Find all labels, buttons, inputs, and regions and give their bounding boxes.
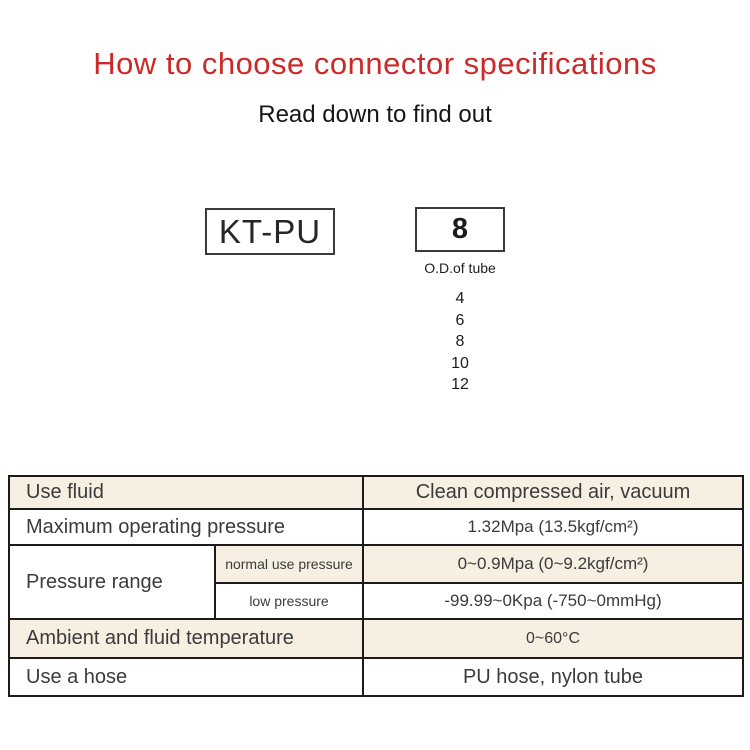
specification-table: Use fluid Clean compressed air, vacuum M… xyxy=(8,475,744,697)
size-code-text: 8 xyxy=(451,213,469,245)
row-value-max-pressure: 1.32Mpa (13.5kgf/cm²) xyxy=(362,508,744,546)
size-option: 8 xyxy=(455,333,465,350)
size-option: 6 xyxy=(455,311,465,329)
row-label-pressure-range: Pressure range xyxy=(8,544,216,620)
size-option: 12 xyxy=(451,376,469,393)
row-label-use-fluid: Use fluid xyxy=(8,475,364,510)
row-value-temperature: 0~60°C xyxy=(362,618,744,659)
row-value-low-pressure: -99.99~0Kpa (-750~0mmHg) xyxy=(362,582,744,620)
table-row-use-fluid: Use fluid Clean compressed air, vacuum xyxy=(8,475,744,510)
page-subtitle: Read down to find out xyxy=(258,101,492,128)
sub-label-normal-pressure: normal use pressure xyxy=(214,544,364,584)
table-row-temperature: Ambient and fluid temperature 0~60°C xyxy=(8,618,744,659)
row-value-hose: PU hose, nylon tube xyxy=(362,657,744,697)
row-label-max-pressure: Maximum operating pressure xyxy=(8,508,364,546)
size-options-list: 4 6 8 10 12 xyxy=(400,288,520,396)
table-row-normal-pressure: Pressure range normal use pressure 0~0.9… xyxy=(8,544,744,620)
row-label-temperature: Ambient and fluid temperature xyxy=(8,618,364,659)
size-option: 4 xyxy=(455,290,465,307)
row-value-normal-pressure: 0~0.9Mpa (0~9.2kgf/cm²) xyxy=(362,544,744,584)
sub-label-low-pressure: low pressure xyxy=(214,582,364,620)
row-label-hose: Use a hose xyxy=(8,657,364,697)
size-caption: O.D.of tube xyxy=(424,260,496,276)
row-value-use-fluid: Clean compressed air, vacuum xyxy=(362,475,744,510)
series-code-box: KT-PU xyxy=(205,208,335,255)
table-row-low-pressure: low pressure -99.99~0Kpa (-750~0mmHg) xyxy=(9,582,744,620)
table-row-max-pressure: Maximum operating pressure 1.32Mpa (13.5… xyxy=(8,508,744,546)
size-code-box: 8 xyxy=(415,207,505,252)
series-code-text: KT-PU xyxy=(218,212,322,250)
page-title: How to choose connector specifications xyxy=(93,46,657,81)
table-row-hose: Use a hose PU hose, nylon tube xyxy=(8,657,744,697)
size-option: 10 xyxy=(451,354,469,372)
